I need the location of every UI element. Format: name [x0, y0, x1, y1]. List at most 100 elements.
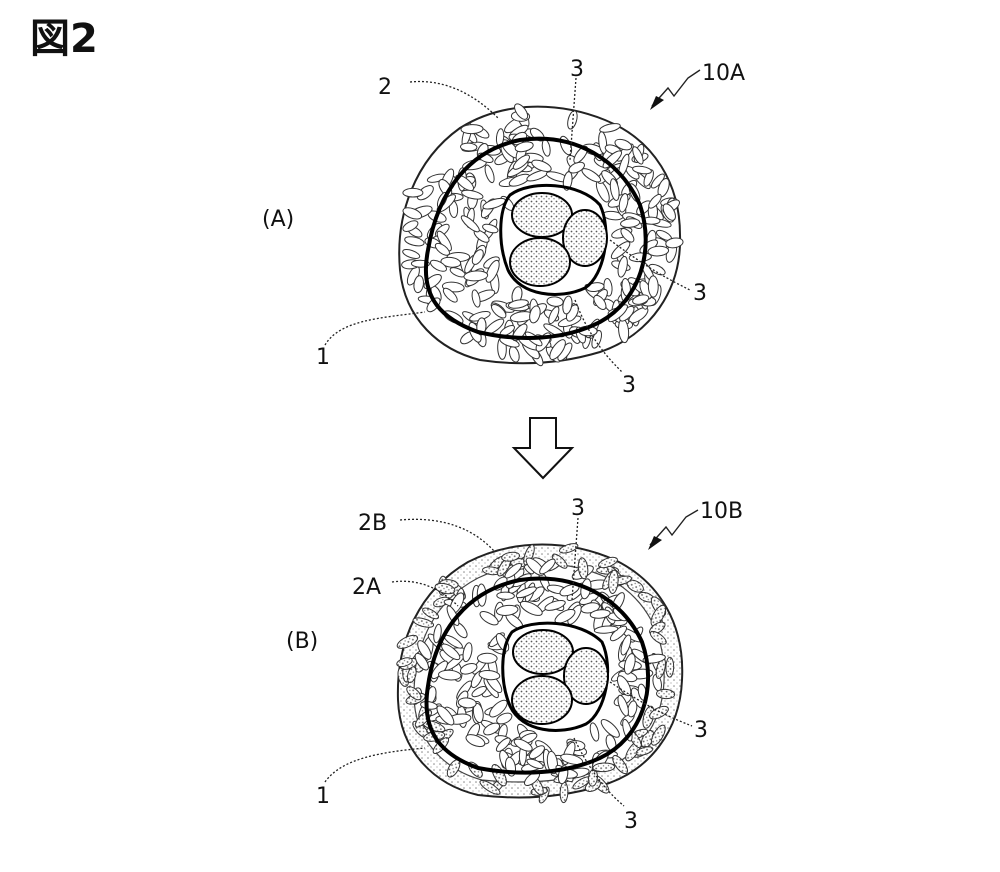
rice-grain	[546, 750, 558, 775]
rice-grain	[573, 145, 589, 164]
panel-a: (A) 10A 2 3 3 3 1	[262, 57, 745, 398]
rice-grain	[396, 634, 419, 649]
filling-piece	[509, 237, 571, 287]
rice-grain	[513, 738, 533, 752]
panel-a-label: (A)	[262, 207, 294, 232]
rice-grain	[416, 185, 434, 201]
rice-grain	[429, 259, 448, 272]
rice-grain	[635, 746, 654, 756]
rice-grain	[485, 259, 500, 283]
rice-grain	[514, 141, 534, 153]
rice-grain	[554, 608, 576, 624]
rice-grain	[496, 591, 515, 600]
filling-piece	[512, 629, 574, 675]
rice-grain	[471, 289, 481, 308]
rice-grain	[618, 193, 629, 213]
rice-grain	[402, 220, 419, 232]
rice-grain	[457, 697, 477, 709]
rice-grain	[648, 193, 662, 209]
rice-grain	[484, 164, 495, 184]
rice-grain	[406, 686, 422, 701]
layer-boundary-line	[424, 136, 648, 340]
label-filling-bottom: 3	[622, 373, 636, 398]
rice-grain	[662, 203, 676, 221]
rice-grain	[414, 652, 429, 671]
label-layer-outer: 2B	[358, 511, 387, 536]
label-core: 1	[316, 784, 330, 809]
rice-grain	[529, 305, 541, 324]
leader-line	[573, 737, 625, 807]
rice-grain	[471, 249, 484, 265]
filling-piece	[511, 675, 573, 725]
rice-grain	[413, 275, 425, 294]
rice-grain	[549, 339, 566, 361]
rice-grain	[479, 610, 499, 626]
rice-grain	[442, 287, 458, 303]
rice-grain	[623, 653, 636, 675]
label-filling-right: 3	[694, 718, 708, 743]
rice-grain	[632, 146, 644, 165]
label-filling-bottom: 3	[624, 809, 638, 834]
rice-grain	[567, 110, 578, 130]
rice-grain	[460, 124, 484, 135]
rice-grain	[608, 569, 619, 594]
rice-grain	[396, 657, 413, 668]
rice-grain	[577, 557, 589, 580]
rice-grain	[548, 306, 560, 325]
rice-grain	[404, 236, 425, 247]
leader-line	[609, 681, 693, 727]
rice-grain	[455, 174, 475, 192]
ref-squiggle	[651, 69, 701, 107]
rice-grain	[459, 662, 478, 675]
rice-grain	[614, 138, 633, 151]
leader-line	[609, 239, 691, 291]
rice-grain	[512, 154, 530, 170]
down-arrow-icon	[511, 417, 575, 480]
leader-line	[324, 311, 426, 346]
rice-grain	[539, 558, 556, 575]
filling-piece	[562, 209, 608, 267]
rice-grain	[647, 275, 659, 298]
rice-grain	[632, 294, 650, 305]
label-layer-inner: 2A	[352, 575, 381, 600]
rice-grain	[665, 656, 675, 678]
label-filling-top: 3	[570, 57, 584, 82]
rice-grain	[612, 755, 629, 775]
rice-grain	[610, 241, 631, 260]
panel-a-ref-label: 10A	[702, 61, 745, 86]
rice-grain	[589, 722, 600, 742]
leader-line	[571, 517, 579, 601]
rice-grain	[526, 758, 544, 769]
rice-grain	[495, 737, 511, 752]
rice-grain	[649, 630, 667, 645]
rice-grain	[460, 142, 478, 152]
ref-arrowhead-icon	[648, 536, 662, 550]
rice-grain	[514, 103, 529, 120]
rice-grain	[620, 634, 632, 656]
figure-title: 図2	[30, 16, 98, 62]
rice-grain	[436, 705, 455, 726]
leader-line	[569, 77, 577, 161]
rice-grain	[617, 255, 628, 278]
rice-grain	[648, 263, 666, 276]
rice-grain	[441, 643, 461, 661]
rice-grain	[650, 724, 666, 746]
rice-grain	[436, 230, 452, 252]
rice-grain	[479, 779, 501, 795]
rice-grain	[617, 694, 629, 717]
ref-arrowhead-icon	[650, 96, 664, 110]
rice-grain	[402, 249, 421, 259]
rice-grain	[478, 669, 501, 681]
rice-grain	[562, 295, 573, 315]
filling-piece	[563, 647, 609, 705]
rice-grain	[501, 551, 521, 562]
rice-grain	[593, 294, 607, 310]
rice-grain	[482, 223, 499, 234]
rice-grain	[665, 237, 684, 249]
rice-grain	[589, 609, 611, 619]
leader-line	[409, 80, 499, 119]
leader-line	[399, 518, 496, 553]
label-filling-right: 3	[693, 281, 707, 306]
leader-line	[324, 747, 426, 783]
label-filling-top: 3	[571, 496, 585, 521]
